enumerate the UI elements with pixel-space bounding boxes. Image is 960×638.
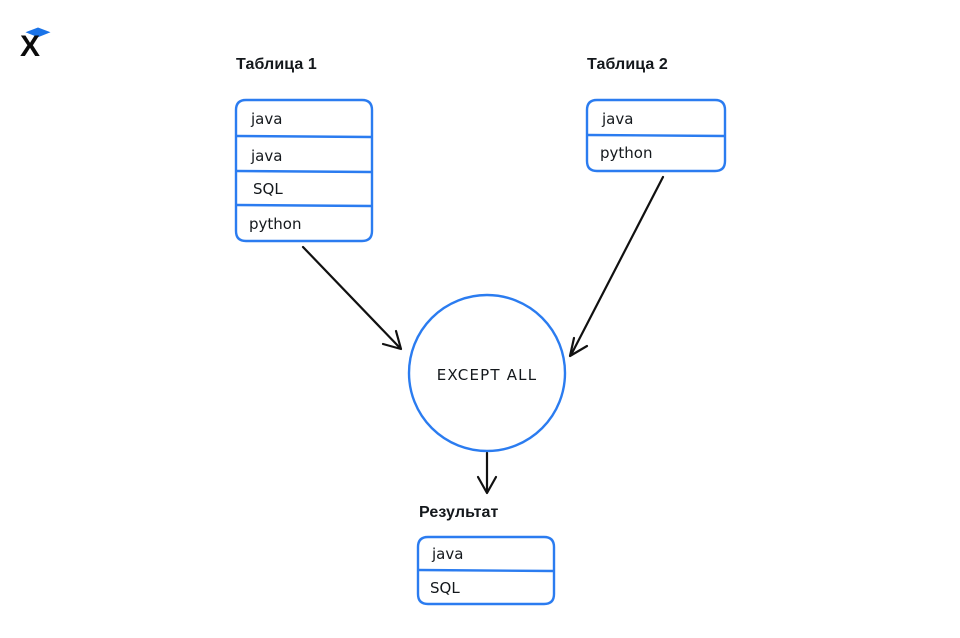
arrow-table1-to-operator [301, 245, 403, 351]
table1-cell-2: SQL [253, 180, 283, 198]
table-2: java python [585, 98, 727, 173]
result-table: java SQL [416, 535, 556, 606]
app-logo: X [20, 18, 60, 62]
table1-cell-0: java [250, 110, 282, 128]
table-1: java java SQL python [234, 98, 374, 243]
logo-letter: X [20, 30, 41, 63]
result-cell-1: SQL [430, 579, 460, 597]
result-cell-0: java [431, 545, 463, 563]
table2-cell-1: python [600, 144, 652, 162]
table1-heading: Таблица 1 [236, 56, 317, 73]
arrow-table2-to-operator [568, 175, 665, 358]
operator-node: EXCEPT ALL [407, 293, 567, 453]
table2-cell-0: java [601, 110, 633, 128]
table1-cell-1: java [250, 147, 282, 165]
table1-cell-3: python [249, 215, 301, 233]
table2-heading: Таблица 2 [587, 56, 668, 73]
result-heading: Результат [419, 504, 499, 521]
operator-label: EXCEPT ALL [437, 366, 538, 384]
arrow-operator-to-result [476, 451, 498, 495]
blue-diamond-icon [25, 27, 51, 38]
